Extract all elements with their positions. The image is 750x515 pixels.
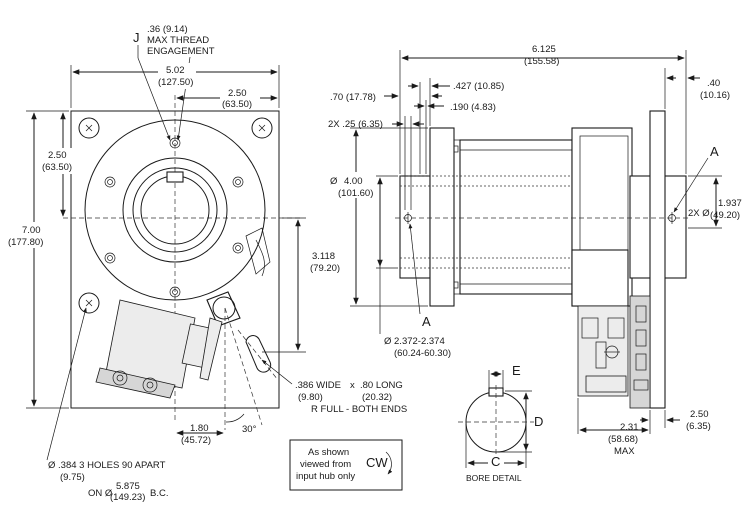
dim-lever-height: 3.118 <box>312 251 335 262</box>
mounting-plate-side <box>649 110 666 409</box>
dim-400-prefix: Ø <box>330 176 338 187</box>
dim-height-top: 2.50 <box>48 150 67 161</box>
solenoid-side <box>571 249 651 409</box>
slot-width-mm: (9.80) <box>298 392 323 403</box>
dim-height-total-mm: (177.80) <box>8 237 43 248</box>
keyway <box>166 171 184 183</box>
mounting-hole-top-left <box>78 117 100 139</box>
thread-note-2: MAX THREAD <box>147 35 209 46</box>
front-view <box>63 95 300 430</box>
holes-bc-suffix: B.C. <box>150 488 168 499</box>
dim-width-total: 5.02 <box>166 65 185 76</box>
bolt-holes <box>104 137 244 298</box>
brake-body <box>459 139 573 295</box>
thread-note-3: ENGAGEMENT <box>147 46 215 57</box>
slot-length-mm: (20.32) <box>362 392 392 403</box>
slot-ends: R FULL - BOTH ENDS <box>311 404 407 415</box>
label-a-right: A <box>710 144 719 159</box>
label-a-left: A <box>422 314 431 329</box>
release-lever <box>199 227 271 381</box>
dim-width-total-mm: (127.50) <box>158 77 193 88</box>
dim-right-offset: .40 <box>707 78 720 89</box>
dim-250-side-mm: (6.35) <box>686 421 711 432</box>
rotation-line-1: As shown <box>308 447 349 458</box>
mounting-hole-top-right <box>251 117 273 139</box>
rotation-line-2: viewed from <box>300 459 351 470</box>
bore-label-c: C <box>491 454 500 469</box>
bore-label-e: E <box>512 363 521 378</box>
dim-overall: 6.125 <box>532 44 556 55</box>
dim-231-note: MAX <box>614 446 635 457</box>
input-hub <box>399 175 431 279</box>
rotation-note: As shown viewed from input hub only CW <box>289 439 403 491</box>
dim-400: 4.00 <box>344 176 363 187</box>
dim-070: .70 (17.78) <box>330 92 376 103</box>
dim-1937-mm: (49.20) <box>710 210 740 221</box>
pilot-line-2: (60.24-60.30) <box>394 348 451 359</box>
dim-0427: .427 (10.85) <box>453 81 504 92</box>
dim-height-total: 7.00 <box>22 225 41 236</box>
holes-bc-in: 5.875 <box>116 481 140 492</box>
side-dimensions: 6.125 (155.58) .40 (10.16) .70 (17.78) .… <box>326 44 742 457</box>
dim-width-half-mm: (63.50) <box>222 99 252 110</box>
bore-detail-title: BORE DETAIL <box>466 473 522 483</box>
input-flange <box>429 127 455 307</box>
dim-width-half: 2.50 <box>228 88 247 99</box>
dim-231-mm: (58.68) <box>608 434 638 445</box>
slot-length: .80 LONG <box>360 380 403 391</box>
slot-width: .386 WIDE <box>295 380 341 391</box>
dim-offset: 1.80 <box>190 423 209 434</box>
dim-height-top-mm: (63.50) <box>42 162 72 173</box>
dim-lever-height-mm: (79.20) <box>310 263 340 274</box>
dim-1937: 1.937 <box>718 198 742 209</box>
front-dimensions: J .36 (9.14) MAX THREAD ENGAGEMENT 5.02 … <box>6 24 407 503</box>
holes-note: Ø .384 3 HOLES 90 APART <box>48 460 166 471</box>
dim-1937-prefix: 2X Ø <box>688 208 710 219</box>
dim-offset-mm: (45.72) <box>181 435 211 446</box>
rotation-direction: CW <box>366 455 388 470</box>
dim-231: 2.31 <box>620 422 639 433</box>
lever-slot <box>237 329 279 381</box>
label-j: J <box>133 30 140 45</box>
rotation-line-3: input hub only <box>296 471 355 482</box>
dim-angle: 30° <box>242 424 257 435</box>
holes-bc-prefix: ON Ø <box>88 488 113 499</box>
dim-overall-mm: (155.58) <box>524 56 559 67</box>
dim-2x025: 2X .25 (6.35) <box>328 119 383 130</box>
bore-detail: E D C BORE DETAIL <box>458 363 543 483</box>
holes-bc-mm: (149.23) <box>110 492 145 503</box>
slot-x: x <box>350 380 355 391</box>
pilot-line-1: Ø 2.372-2.374 <box>384 336 445 347</box>
thread-note-1: .36 (9.14) <box>147 24 188 35</box>
solenoid-body <box>95 299 215 399</box>
mounting-hole-bottom-left <box>78 292 100 314</box>
dim-250-side: 2.50 <box>690 409 709 420</box>
hub-flange <box>84 119 266 301</box>
dim-400-mm: (101.60) <box>338 188 373 199</box>
dim-0190: .190 (4.83) <box>450 102 496 113</box>
dim-right-offset-mm: (10.16) <box>700 90 730 101</box>
side-view <box>395 110 690 409</box>
bore-label-d: D <box>534 414 543 429</box>
holes-note-mm: (9.75) <box>60 472 85 483</box>
